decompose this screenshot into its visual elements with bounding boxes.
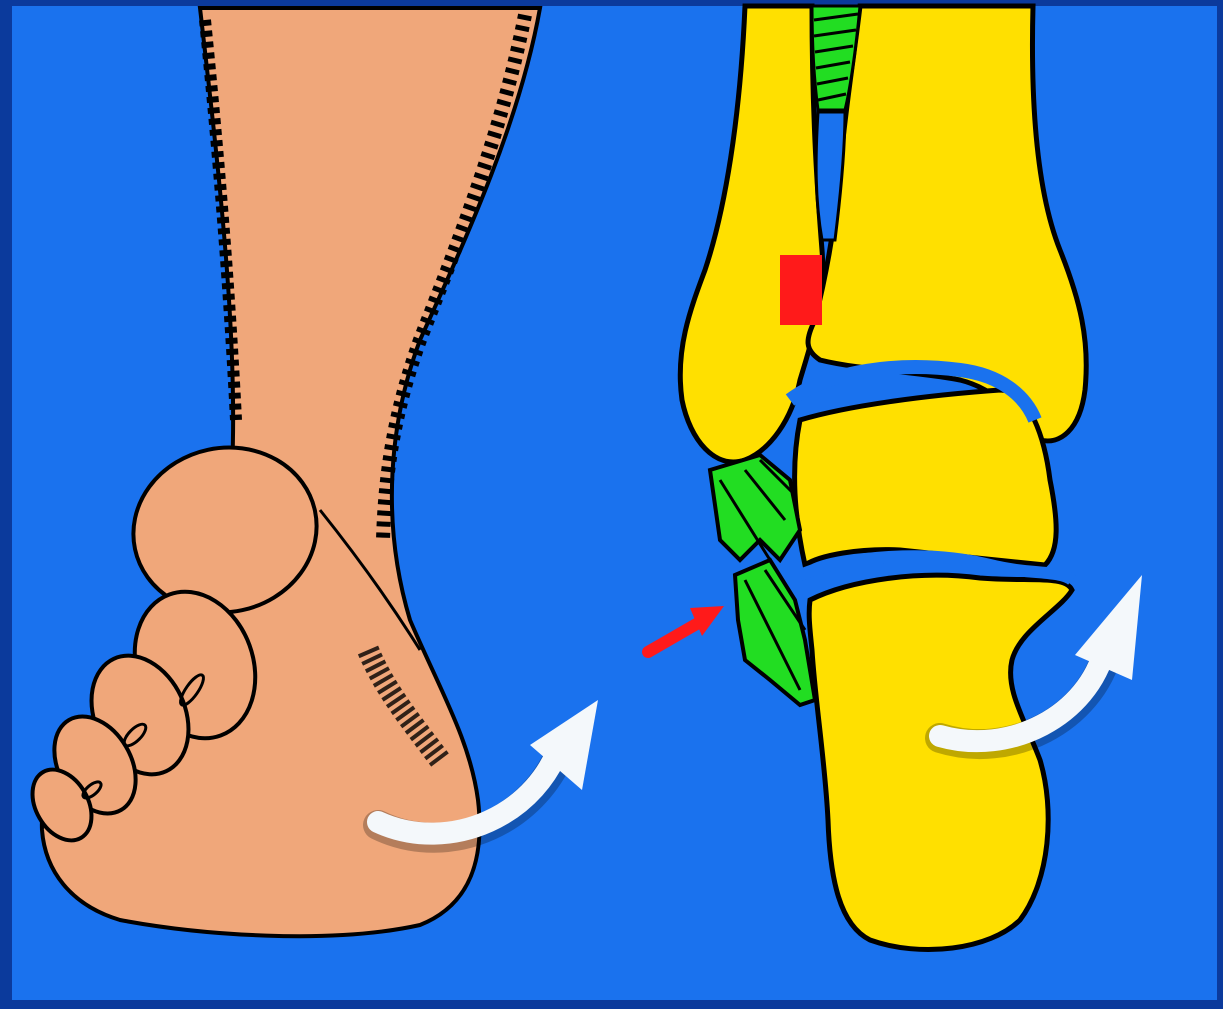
talus <box>795 390 1057 565</box>
calcaneus <box>809 575 1072 949</box>
red-marker <box>780 255 822 325</box>
